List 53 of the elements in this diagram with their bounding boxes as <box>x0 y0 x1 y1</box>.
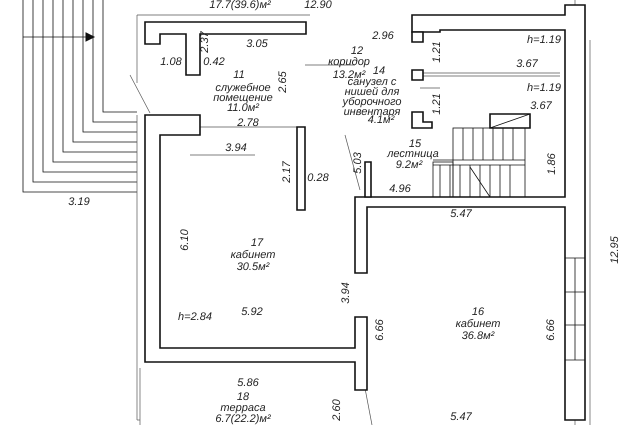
plan-label: 3.94 <box>341 282 351 304</box>
plan-label: 1.21 <box>432 93 442 115</box>
plan-label: 0.28 <box>307 173 329 183</box>
plan-label: 5.47 <box>450 412 472 422</box>
plan-label: 5.47 <box>450 209 472 219</box>
plan-label: 6.66 <box>375 319 385 341</box>
plan-label: h=1.19 <box>527 83 561 93</box>
plan-label: терраса <box>220 403 266 413</box>
plan-label: 5.03 <box>353 152 363 174</box>
plan-label: 2.96 <box>372 31 394 41</box>
plan-label: кабинет <box>456 319 500 329</box>
plan-label: 2.65 <box>278 71 288 93</box>
plan-label: 1.86 <box>547 153 557 175</box>
plan-label: 18 <box>236 392 250 402</box>
plan-label: 30.5м² <box>236 262 270 272</box>
plan-label: 17 <box>250 238 264 248</box>
plan-label: 12 <box>350 46 364 56</box>
plan-label: 3.67 <box>530 101 552 111</box>
plan-label: 4.1м² <box>368 115 394 125</box>
plan-label: лестница <box>387 149 439 159</box>
plan-label: 36.8м² <box>462 331 494 341</box>
plan-label: 14 <box>372 66 386 76</box>
plan-label: 2.78 <box>237 118 259 128</box>
plan-label: h=1.19 <box>527 35 561 45</box>
plan-label: 5.92 <box>241 307 263 317</box>
plan-label: 2.37 <box>200 31 210 53</box>
plan-label: 12.90 <box>304 0 332 10</box>
plan-label: h=2.84 <box>178 312 212 322</box>
plan-label: 3.19 <box>68 197 90 207</box>
plan-label: 6.66 <box>546 319 556 341</box>
plan-label: 1.08 <box>160 57 182 67</box>
plan-label: санузел с нишей для уборочного инвентаря <box>342 77 403 117</box>
plan-label: 11.0м² <box>227 103 259 113</box>
plan-label: 1.21 <box>432 41 442 63</box>
plan-label: 0.42 <box>203 57 225 67</box>
plan-label: 9.2м² <box>396 160 422 170</box>
plan-label: 11 <box>233 70 245 80</box>
plan-label: 2.60 <box>332 399 342 421</box>
plan-label: 4.96 <box>389 184 411 194</box>
plan-label: 3.67 <box>516 59 538 69</box>
plan-label: 15 <box>408 139 422 149</box>
plan-label: 5.86 <box>237 378 259 388</box>
plan-label: 6.7(22.2)м² <box>215 414 271 424</box>
plan-label: 13.2м² <box>332 70 366 80</box>
plan-label: 3.94 <box>225 143 247 153</box>
plan-label: служебное помещение <box>212 83 274 103</box>
plan-label: 6.10 <box>180 229 190 251</box>
plan-label: 2.17 <box>282 161 292 183</box>
plan-label: 3.05 <box>246 39 268 49</box>
plan-label: 16 <box>472 307 484 317</box>
plan-label: 12.95 <box>610 236 620 264</box>
plan-label: кабинет <box>230 250 276 260</box>
plan-label: 17.7(39.6)м² <box>209 0 271 10</box>
